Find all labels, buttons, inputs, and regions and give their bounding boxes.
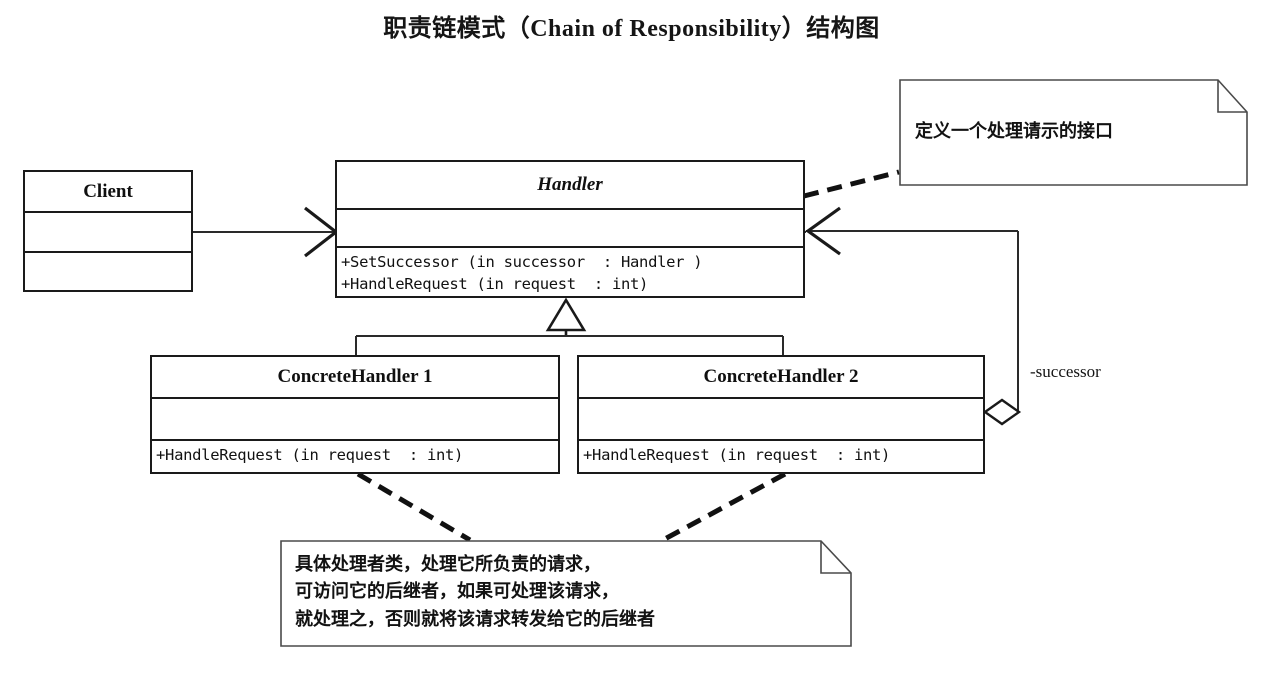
concrete-note-text: 具体处理者类，处理它所负责的请求， 可访问它的后继者，如果可处理该请求， 就处理之，… bbox=[295, 551, 655, 633]
operation-row: +HandleRequest (in request : int) bbox=[156, 446, 464, 464]
class-attributes-concrete-handler-2 bbox=[579, 399, 983, 441]
class-name-concrete-handler-1: ConcreteHandler 1 bbox=[152, 357, 558, 399]
operation-row: +SetSuccessor (in successor : Handler ) bbox=[341, 253, 703, 271]
diagram-title: 职责链模式（Chain of Responsibility）结构图 bbox=[383, 16, 880, 42]
class-name-client: Client bbox=[25, 172, 191, 213]
class-operations-handler: +SetSuccessor (in successor : Handler ) … bbox=[337, 248, 803, 296]
handler-note-text: 定义一个处理请示的接口 bbox=[915, 121, 1113, 141]
note-anchor-concrete-1 bbox=[356, 471, 472, 543]
generalization-tree bbox=[355, 297, 784, 356]
class-operations-client bbox=[25, 253, 191, 292]
aggregation-successor bbox=[805, 206, 1022, 426]
class-name-concrete-handler-2: ConcreteHandler 2 bbox=[579, 357, 983, 399]
class-attributes-concrete-handler-1 bbox=[152, 399, 558, 441]
class-operations-concrete-handler-1: +HandleRequest (in request : int) bbox=[152, 441, 558, 472]
operation-row: +HandleRequest (in request : int) bbox=[583, 446, 891, 464]
concrete-note-shape bbox=[280, 540, 852, 647]
class-box-client[interactable]: Client bbox=[23, 170, 193, 292]
concrete-note-line-3: 就处理之，否则就将该请求转发给它的后继者 bbox=[295, 608, 655, 629]
concrete-note-line-1: 具体处理者类，处理它所负责的请求， bbox=[295, 554, 601, 574]
class-name-handler: Handler bbox=[337, 162, 803, 210]
class-box-concrete-handler-2[interactable]: ConcreteHandler 2 +HandleRequest (in req… bbox=[577, 355, 985, 474]
note-anchor-concrete-2 bbox=[661, 471, 787, 543]
class-box-handler[interactable]: Handler +SetSuccessor (in successor : Ha… bbox=[335, 160, 805, 298]
handler-note-shape bbox=[899, 79, 1248, 186]
concrete-note-line-2: 可访问它的后继者，如果可处理该请求， bbox=[295, 581, 619, 602]
aggregation-role-label: -successor bbox=[1030, 362, 1101, 381]
operation-row: +HandleRequest (in request : int) bbox=[341, 275, 649, 293]
class-attributes-handler bbox=[337, 210, 803, 248]
class-operations-concrete-handler-2: +HandleRequest (in request : int) bbox=[579, 441, 983, 472]
note-anchor-handler bbox=[803, 169, 900, 199]
class-box-concrete-handler-1[interactable]: ConcreteHandler 1 +HandleRequest (in req… bbox=[150, 355, 560, 474]
class-attributes-client bbox=[25, 213, 191, 253]
